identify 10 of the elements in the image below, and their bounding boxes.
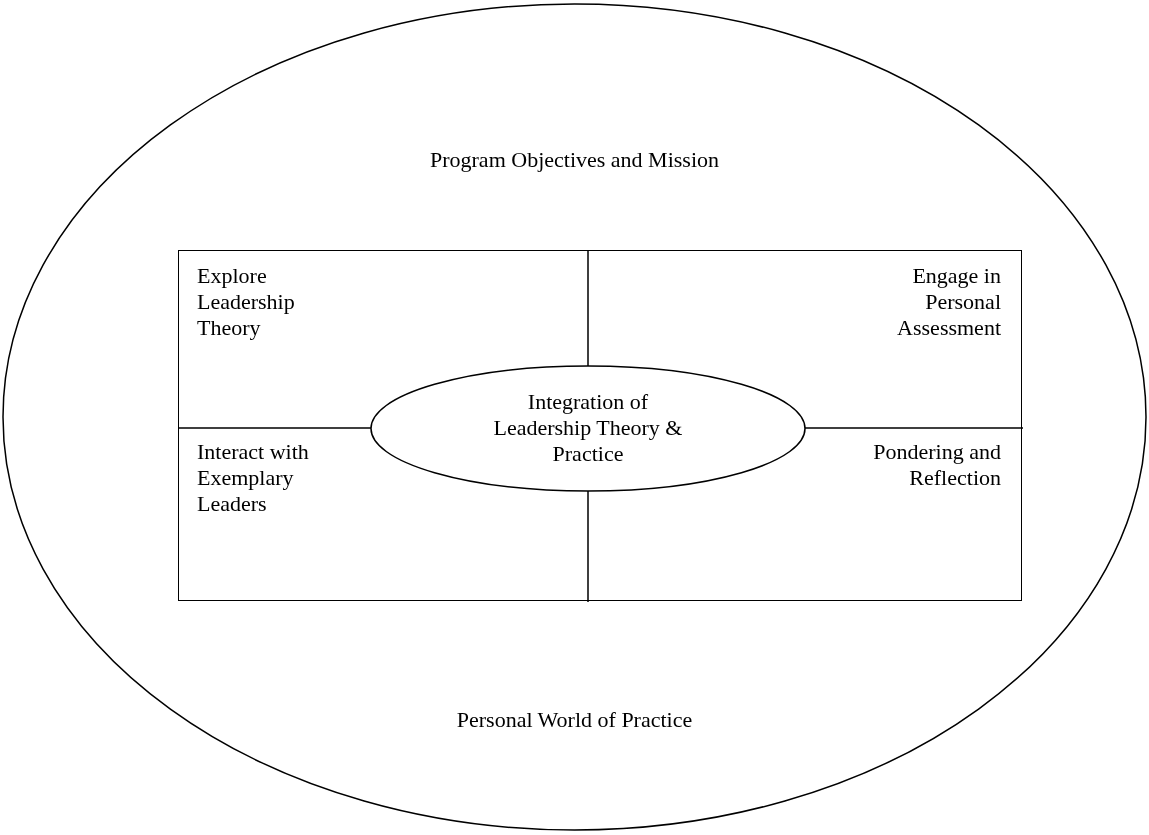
quadrant-frame (178, 250, 1022, 601)
region-label: Program Objectives and Mission (429, 147, 720, 173)
quadrant-label: Interact with Exemplary Leaders (197, 439, 362, 517)
quadrant-label: Explore Leadership Theory (197, 263, 347, 341)
center-ellipse (370, 365, 806, 492)
quadrant-label: Pondering and Reflection (869, 439, 1001, 491)
center-label: Integration of Leadership Theory & Practice (492, 389, 684, 467)
quadrant-label: Engage in Personal Assessment (869, 263, 1001, 341)
outer-ellipse (2, 3, 1147, 831)
region-label: Personal World of Practice (455, 707, 694, 733)
